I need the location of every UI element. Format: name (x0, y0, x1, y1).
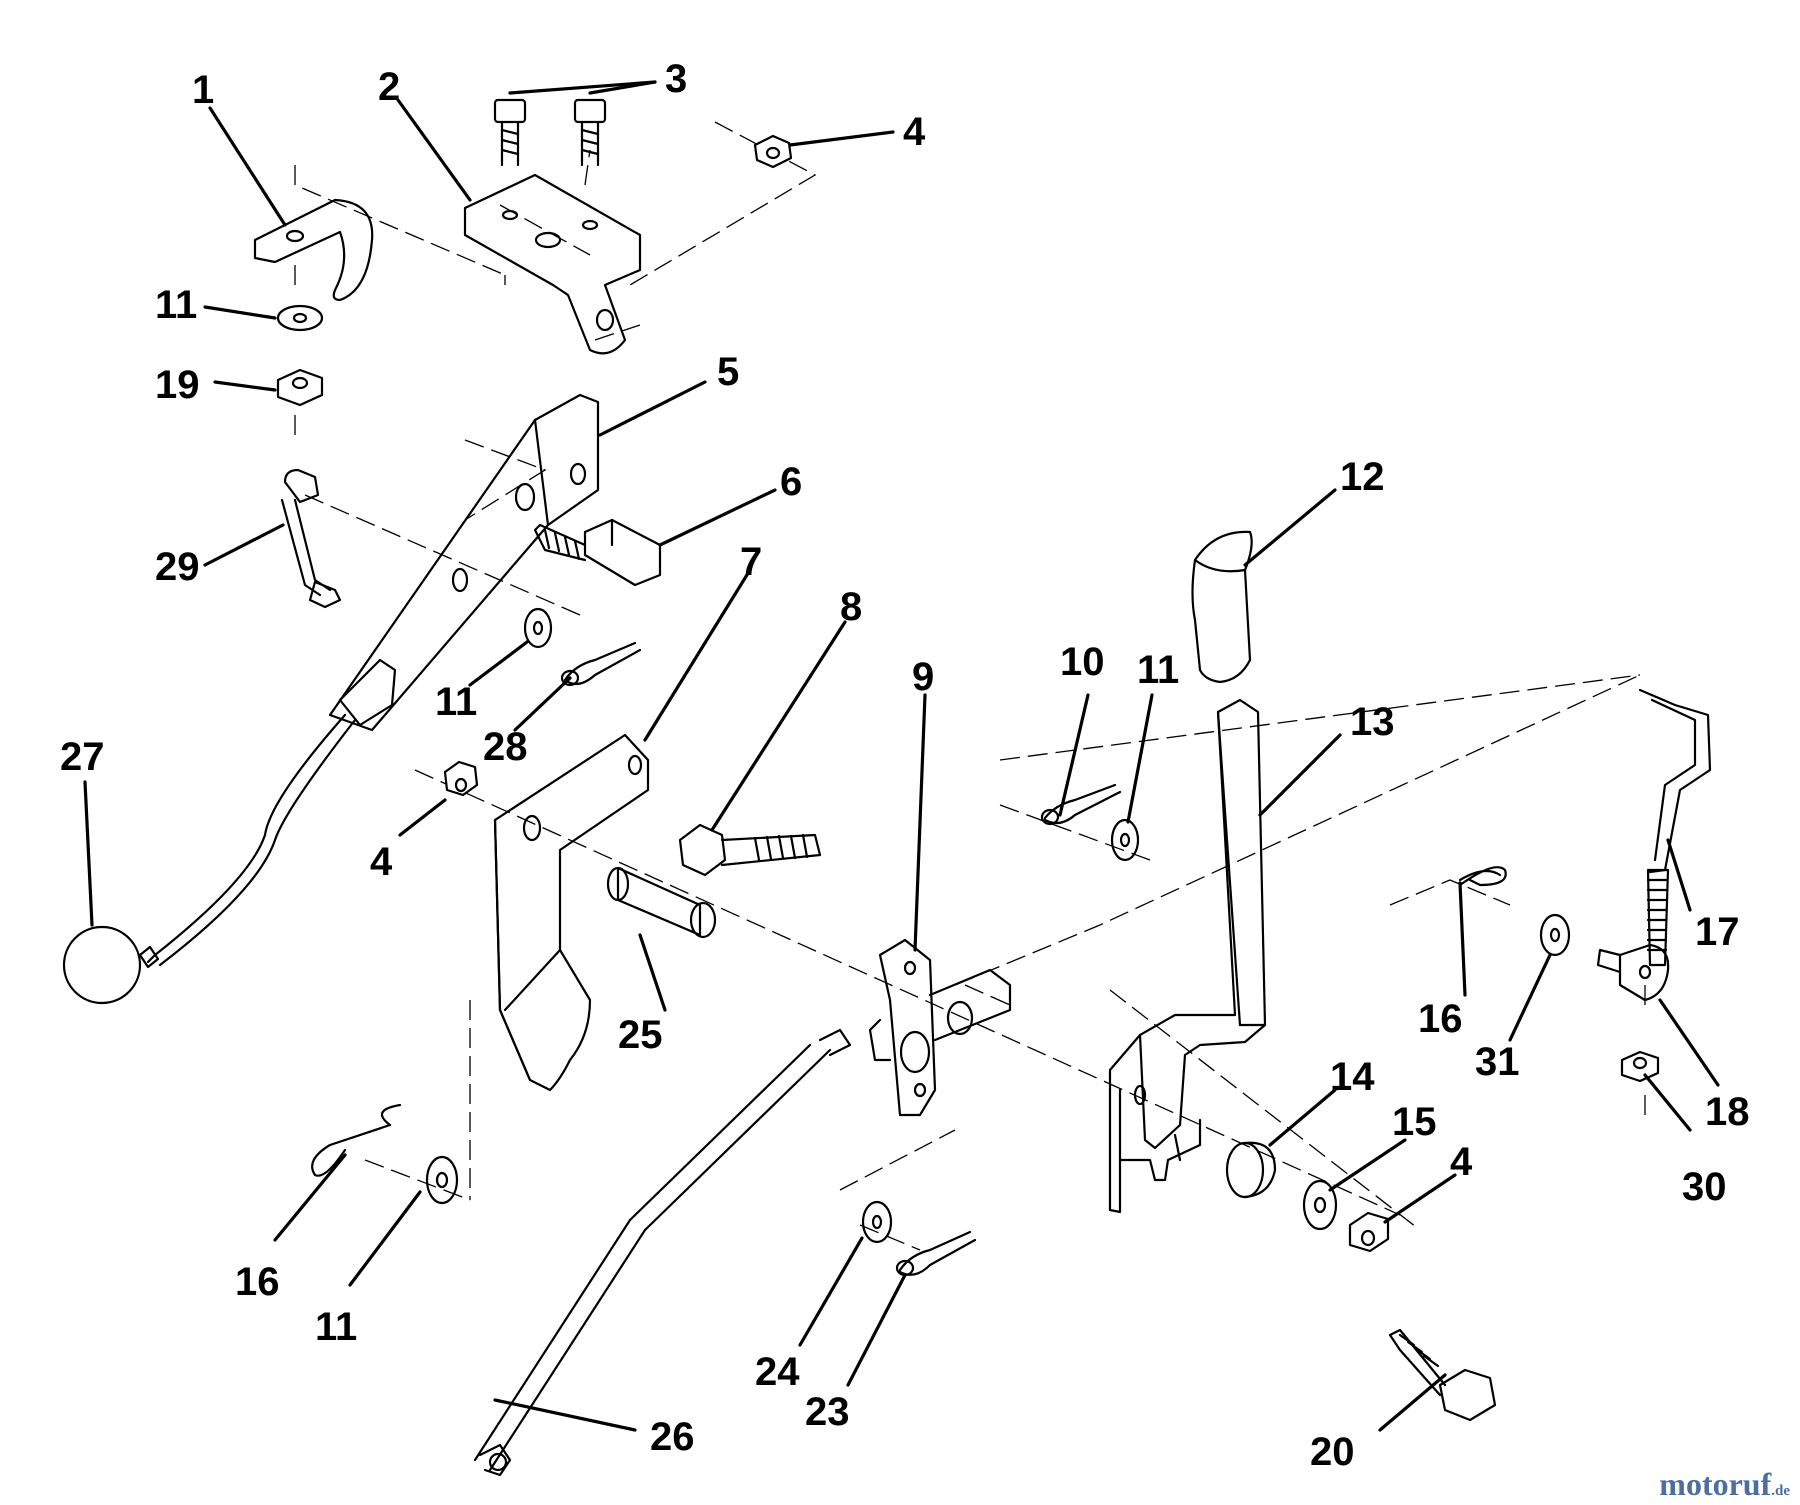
callout-3: 3 (665, 57, 687, 101)
part-bracket-lower (493, 733, 650, 1092)
callout-4-right: 4 (1450, 1140, 1473, 1184)
callout-14: 14 (1330, 1055, 1375, 1099)
part-cotter-pin-10 (1040, 783, 1122, 826)
callout-28: 28 (483, 725, 528, 769)
callout-4-top: 4 (903, 110, 926, 154)
alignment-lines (294, 121, 1646, 1251)
callout-5: 5 (717, 350, 739, 394)
part-lever-arm (138, 393, 600, 969)
callout-20: 20 (1310, 1430, 1355, 1474)
part-clip (253, 198, 374, 302)
callout-labels: 1 2 3 4 11 19 5 6 29 11 28 27 4 7 8 9 10… (60, 57, 1750, 1474)
part-cable-knob (62, 925, 142, 1005)
callout-leaders (83, 80, 1720, 1432)
part-bracket-upper (463, 173, 642, 355)
part-link-rod (280, 468, 342, 609)
callout-16-left: 16 (235, 1260, 280, 1304)
part-bolt-arm (533, 518, 662, 587)
callout-8: 8 (840, 585, 862, 629)
part-nuts-washers (276, 134, 1660, 1253)
part-bolts-upper (493, 98, 607, 167)
callout-7: 7 (740, 540, 762, 584)
watermark-brand: motoruf (1659, 1466, 1772, 1502)
callout-23: 23 (805, 1390, 850, 1434)
part-shift-lever (1108, 698, 1267, 1214)
part-control-rod (473, 1028, 852, 1477)
callout-12: 12 (1340, 455, 1385, 499)
part-cotter-pin-28 (560, 641, 642, 687)
watermark: motoruf.de (1659, 1466, 1790, 1503)
callout-19: 19 (155, 363, 200, 407)
watermark-suffix: .de (1771, 1483, 1790, 1499)
callout-24: 24 (755, 1350, 800, 1394)
callout-27: 27 (60, 735, 105, 779)
callout-17: 17 (1695, 910, 1740, 954)
part-cotter-pin-23 (895, 1230, 977, 1277)
callout-1: 1 (192, 68, 214, 112)
callout-2: 2 (378, 65, 400, 109)
part-spacer (606, 866, 717, 939)
callout-16-right: 16 (1418, 997, 1463, 1041)
callout-6: 6 (780, 460, 802, 504)
callout-25: 25 (618, 1013, 663, 1057)
callout-11-left: 11 (315, 1305, 357, 1349)
callout-9: 9 (912, 655, 934, 699)
part-handle-grip (1191, 530, 1253, 684)
callout-31: 31 (1475, 1040, 1520, 1084)
callout-10: 10 (1060, 640, 1105, 684)
part-bushing (1225, 1141, 1277, 1199)
part-hairpin-right (1458, 866, 1507, 887)
callout-29: 29 (155, 545, 200, 589)
part-swivel (1596, 943, 1670, 1002)
part-bolt-pivot (678, 823, 822, 877)
callout-11-mid: 11 (435, 680, 477, 724)
part-hairpin-left (311, 1103, 402, 1177)
part-adjust-rod (1638, 688, 1712, 967)
part-bolt-lower (1388, 1328, 1497, 1422)
callout-26: 26 (650, 1415, 695, 1459)
callout-15: 15 (1392, 1100, 1437, 1144)
callout-4-mid: 4 (370, 840, 393, 884)
callout-18: 18 (1705, 1090, 1750, 1134)
callout-30: 30 (1682, 1165, 1727, 1209)
part-pivot-plate (868, 938, 1012, 1117)
callout-11-upper: 11 (155, 283, 197, 327)
callout-13: 13 (1350, 700, 1395, 744)
callout-11-right: 11 (1137, 648, 1179, 692)
